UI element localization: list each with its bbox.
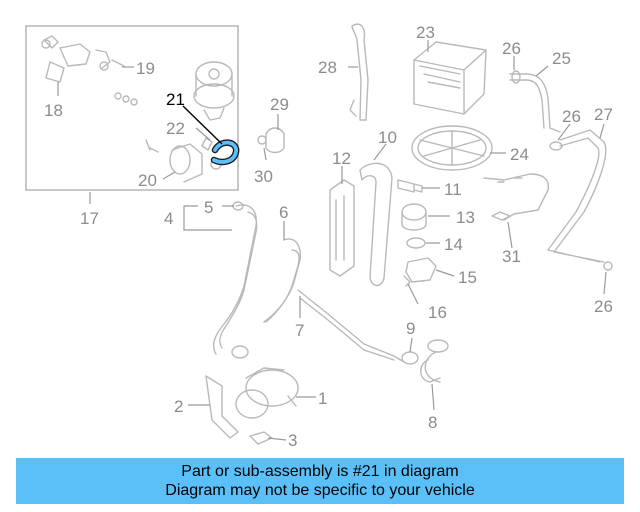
callout-15: 15	[458, 268, 477, 287]
washers-bolts-inset	[114, 92, 138, 106]
callout-26-bottom: 26	[594, 297, 613, 316]
valve-assembly-inset	[193, 61, 235, 121]
bracket-15	[405, 257, 437, 283]
canister-23	[413, 41, 487, 115]
callout-19: 19	[136, 59, 155, 78]
leader-lines	[57, 40, 607, 441]
pump-1	[235, 367, 299, 419]
callout-20: 20	[138, 171, 157, 190]
info-banner: Part or sub-assembly is #21 in diagram D…	[16, 458, 624, 504]
callout-10: 10	[378, 128, 397, 147]
pipe-27	[547, 129, 607, 263]
banner-line-2: Diagram may not be specific to your vehi…	[165, 482, 475, 499]
inset-box	[25, 25, 239, 191]
callout-26-mid: 26	[562, 107, 581, 126]
callout-12: 12	[332, 149, 351, 168]
callout-4: 4	[164, 209, 173, 228]
gasket-9	[401, 351, 419, 365]
callout-18: 18	[44, 101, 63, 120]
callout-9: 9	[406, 319, 415, 338]
pipe-28	[349, 23, 369, 121]
hose-4	[212, 204, 258, 355]
fitting-11	[397, 179, 423, 193]
callout-5: 5	[204, 198, 213, 217]
callout-23: 23	[416, 23, 435, 42]
sensor-29-30	[257, 127, 285, 154]
bracket-2	[205, 375, 239, 439]
gasket-14	[406, 237, 426, 249]
banner-line-1: Part or sub-assembly is #21 in diagram	[181, 463, 459, 480]
pipe-10	[359, 162, 393, 287]
callout-7: 7	[295, 321, 304, 340]
pipe-7	[297, 289, 405, 363]
callout-14: 14	[444, 235, 463, 254]
elbow-8	[420, 351, 441, 383]
callout-26-top: 26	[502, 39, 521, 58]
callout-8: 8	[428, 413, 437, 432]
hose-25	[509, 73, 561, 133]
callout-11: 11	[444, 180, 462, 199]
callout-24: 24	[510, 145, 529, 164]
callout-16: 16	[428, 303, 447, 322]
callout-25: 25	[552, 49, 571, 68]
cover-24	[411, 125, 493, 171]
callout-30: 30	[254, 167, 273, 186]
callout-27: 27	[594, 105, 613, 124]
callout-1: 1	[318, 389, 327, 408]
hose-6	[263, 238, 301, 323]
valve-13	[401, 203, 427, 231]
callout-17: 17	[80, 209, 99, 228]
callout-13: 13	[456, 208, 475, 227]
callout-21-highlighted: 21	[166, 90, 185, 109]
bolt-16	[403, 275, 411, 287]
bracket-18-19	[41, 35, 125, 83]
callout-28: 28	[318, 58, 337, 77]
callout-22: 22	[166, 119, 185, 138]
callout-3: 3	[288, 431, 297, 450]
bracket-12	[329, 179, 355, 277]
callout-6: 6	[279, 203, 288, 222]
callout-29: 29	[270, 95, 289, 114]
callout-31: 31	[502, 247, 521, 266]
connector-22	[201, 137, 213, 151]
sensor-31	[483, 173, 550, 221]
parts-diagram: 17 18 19 20 21 22 28 23 26 25 26 27 29 3…	[25, 23, 613, 450]
highlighted-part-21-fill	[212, 140, 238, 164]
callout-2: 2	[174, 397, 183, 416]
